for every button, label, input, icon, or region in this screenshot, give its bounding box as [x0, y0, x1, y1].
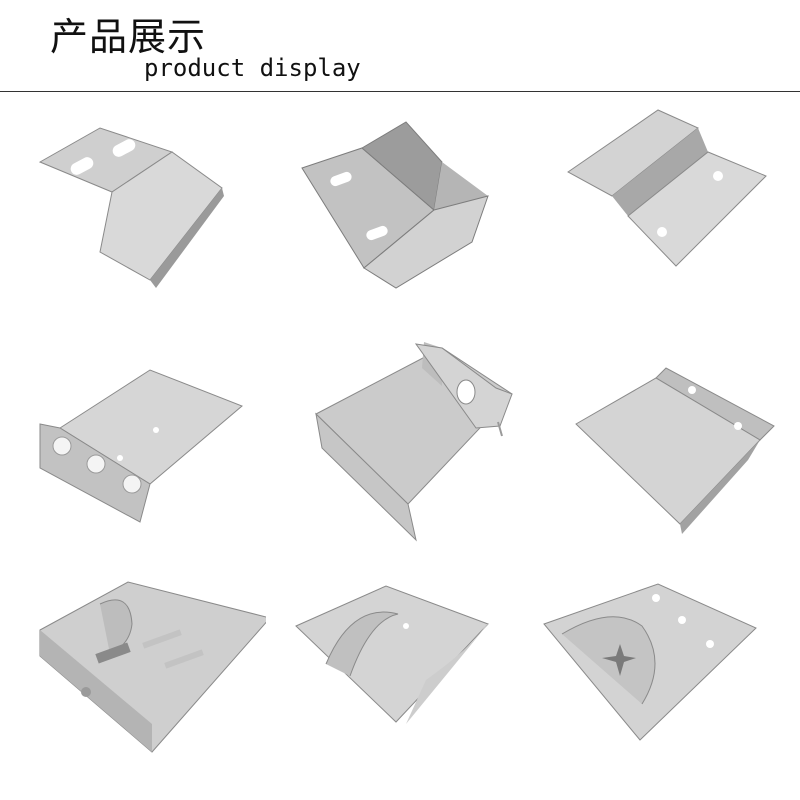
- z-step-plate-icon: [567, 109, 767, 267]
- double-bend-channel-bracket-icon: [301, 121, 489, 289]
- page-header: 产品展示 product display: [0, 0, 800, 92]
- product-image-7: [0, 564, 266, 800]
- product-image-5: [266, 328, 532, 564]
- u-channel-bracket-icon: [315, 342, 513, 542]
- header-divider: [0, 91, 800, 92]
- product-image-8: [266, 564, 532, 800]
- product-grid: [0, 92, 800, 800]
- angled-plate-two-holes-icon: [575, 367, 775, 534]
- curved-hook-plate-icon: [295, 585, 489, 724]
- product-image-3: [532, 92, 798, 328]
- keyhole-mount-bracket-icon: [39, 581, 266, 753]
- product-image-2: [266, 92, 532, 328]
- flanged-plate-three-holes-icon: [39, 369, 243, 523]
- product-image-4: [0, 328, 266, 564]
- page-title: 产品展示: [50, 15, 207, 59]
- product-image-1: [0, 92, 266, 328]
- product-image-9: [532, 564, 798, 800]
- page-subtitle: product display: [144, 54, 361, 82]
- cross-keyhole-bracket-icon: [543, 583, 757, 741]
- slotted-l-bracket-icon: [38, 127, 224, 288]
- product-image-6: [532, 328, 798, 564]
